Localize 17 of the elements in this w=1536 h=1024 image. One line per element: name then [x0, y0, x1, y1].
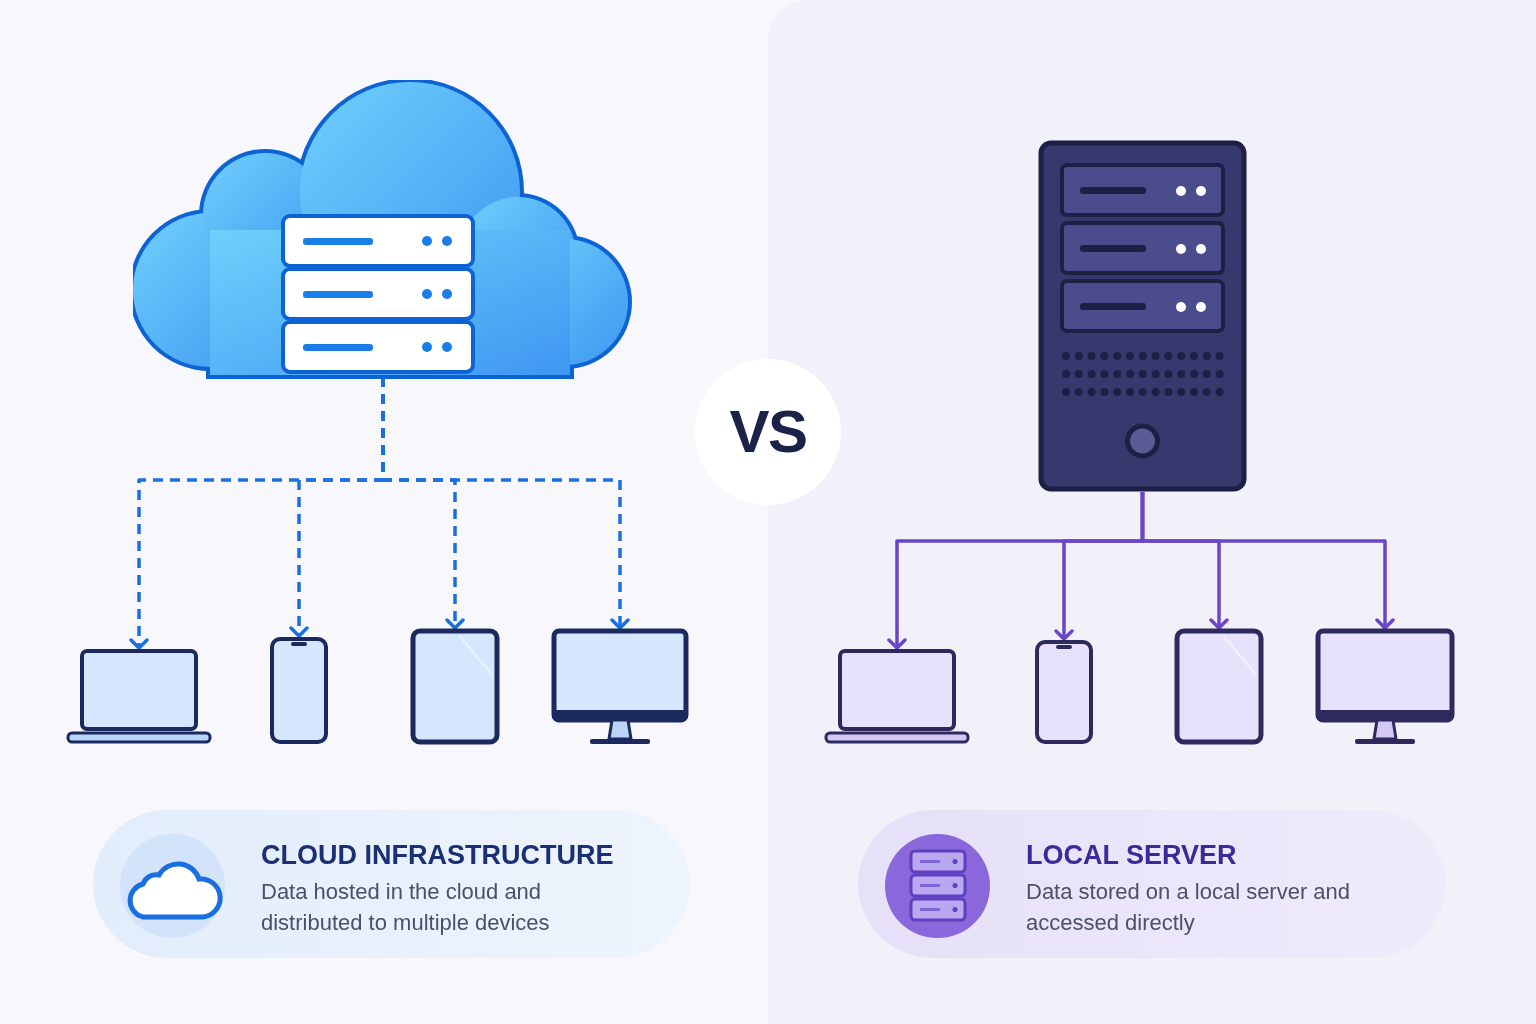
server-tower-drawing [1038, 140, 1247, 492]
arrow [381, 377, 630, 630]
card-heading: LOCAL SERVER [1026, 839, 1238, 872]
monitor-drawing [551, 628, 689, 745]
card-description: Data stored on a local server and accessed directly [1026, 878, 1352, 937]
card-description: Data hosted in the cloud and distributed to multiple devices [261, 878, 551, 937]
card-heading: CLOUD INFRASTRUCTURE [261, 839, 615, 872]
arrow [1140, 492, 1395, 630]
smartphone-drawing [269, 636, 329, 745]
cloud-drawing [133, 80, 633, 377]
smartphone-drawing [1034, 639, 1094, 745]
laptop-drawing [824, 648, 970, 746]
vs-label: VS [729, 397, 807, 467]
tablet-drawing [410, 628, 500, 745]
laptop-drawing [66, 648, 212, 746]
monitor-drawing [1315, 628, 1455, 745]
tablet-drawing [1174, 628, 1264, 745]
